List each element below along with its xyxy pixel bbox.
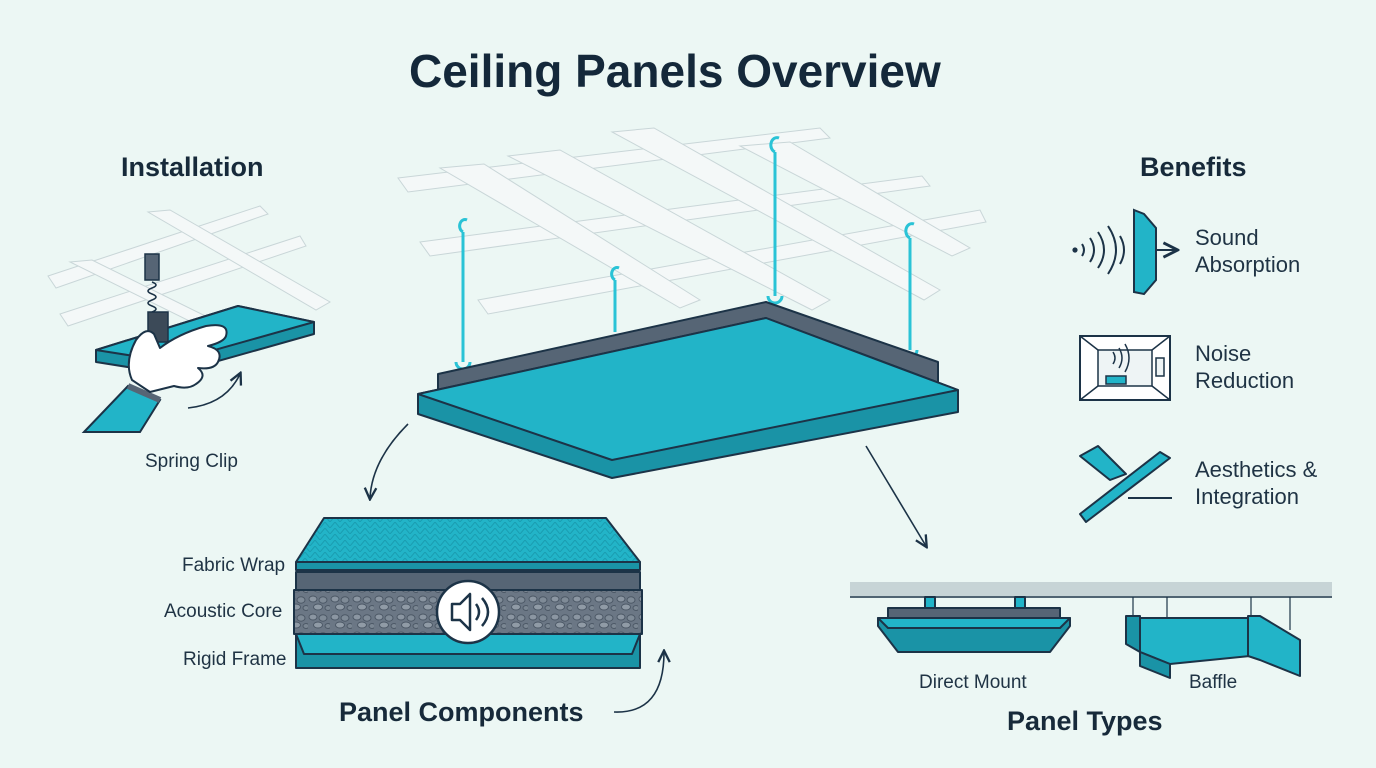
benefit-line: Reduction bbox=[1195, 368, 1295, 393]
layer-label-rigid-frame: Rigid Frame bbox=[183, 649, 287, 670]
suspended-panel bbox=[417, 301, 959, 479]
panel-components-illustration bbox=[293, 517, 643, 669]
benefit-line: Sound bbox=[1195, 225, 1259, 250]
benefit-line: Integration bbox=[1195, 484, 1299, 509]
sound-wave-icon bbox=[1072, 208, 1176, 296]
panel-components-heading: Panel Components bbox=[339, 697, 584, 727]
angled-panels-icon bbox=[1079, 445, 1172, 523]
connector-arrows bbox=[370, 423, 926, 713]
speaker-icon bbox=[435, 579, 501, 645]
type-label-baffle: Baffle bbox=[1189, 672, 1238, 693]
benefit-line: Noise bbox=[1195, 341, 1252, 366]
installation-heading: Installation bbox=[121, 152, 264, 182]
suspension-hangers bbox=[454, 136, 919, 371]
benefit-aesthetics-integration: Aesthetics & Integration bbox=[1195, 456, 1317, 510]
benefit-line: Absorption bbox=[1195, 252, 1301, 277]
layer-label-fabric-wrap: Fabric Wrap bbox=[182, 555, 286, 576]
page-title: Ceiling Panels Overview bbox=[409, 45, 941, 97]
panel-types-heading: Panel Types bbox=[1007, 706, 1163, 736]
benefit-sound-absorption: Sound Absorption bbox=[1195, 224, 1300, 278]
benefits-heading: Benefits bbox=[1140, 152, 1247, 182]
room-sofa-icon bbox=[1079, 335, 1171, 401]
benefit-noise-reduction: Noise Reduction bbox=[1195, 340, 1294, 394]
benefit-line: Aesthetics & bbox=[1195, 457, 1318, 482]
panel-types-illustration bbox=[850, 582, 1332, 679]
installation-illustration bbox=[47, 205, 332, 433]
type-label-direct-mount: Direct Mount bbox=[919, 672, 1027, 693]
ceiling-grid bbox=[397, 127, 987, 315]
spring-clip-label: Spring Clip bbox=[145, 451, 238, 472]
layer-label-acoustic-core: Acoustic Core bbox=[164, 601, 283, 622]
